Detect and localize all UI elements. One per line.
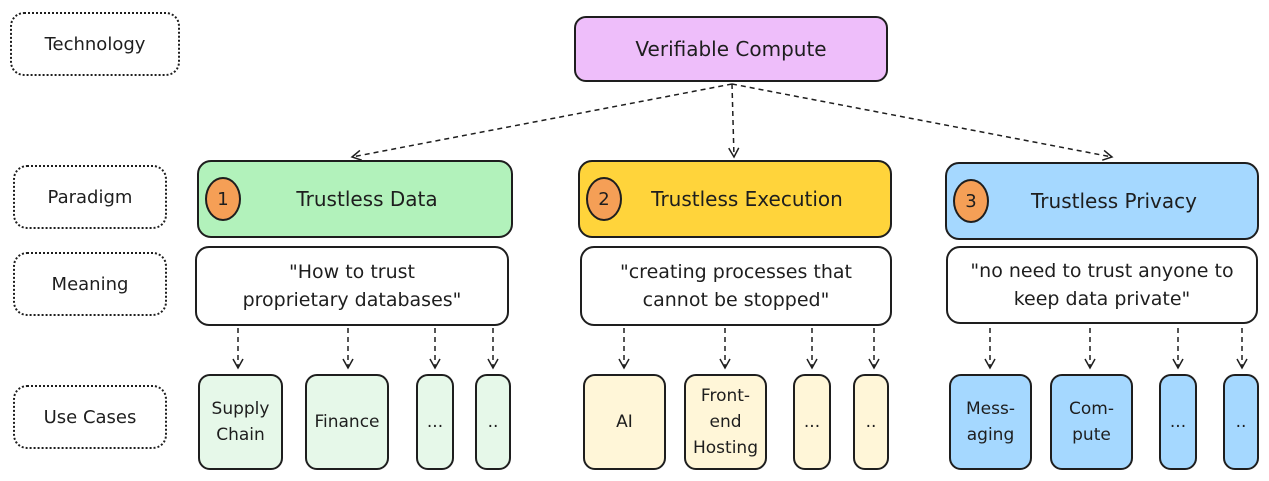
meaning-1-line-2: proprietary databases"	[242, 289, 462, 311]
use-case-2-2-line-1: Front-	[700, 386, 751, 406]
use-case-2-3-line-1: ...	[803, 412, 821, 432]
meaning-1-line-1: "How to trust	[289, 261, 415, 283]
meaning-3-line-2: keep data private"	[1013, 288, 1191, 310]
use-case-more-1b: ..	[475, 374, 511, 470]
use-case-2-2-line-3: Hosting	[693, 438, 758, 458]
row-label-paradigm: Paradigm	[13, 165, 167, 229]
arrow-tech-to-execution	[728, 83, 740, 159]
paradigm-box-3: 3 Trustless Privacy	[945, 162, 1259, 240]
paradigm-box-2: 2 Trustless Execution	[578, 160, 892, 238]
paradigm-title-1: Trustless Data	[296, 187, 438, 211]
meaning-2-line-2: cannot be stopped"	[642, 289, 830, 311]
use-case-messaging: Mess- aging	[949, 374, 1032, 470]
use-case-3-2-line-1: Com-	[1069, 399, 1114, 419]
use-case-3-2-line-2: pute	[1072, 425, 1111, 445]
meaning-box-1: "How to trust proprietary databases"	[195, 246, 509, 326]
use-case-3-1-line-2: aging	[966, 425, 1015, 445]
use-case-1-2-line-1: Finance	[314, 412, 380, 432]
arrow-tech-to-privacy	[731, 83, 1114, 161]
paradigm-box-1: 1 Trustless Data	[197, 160, 513, 238]
use-case-1-1-line-1: Supply	[211, 399, 270, 419]
use-case-supply-chain: Supply Chain	[198, 374, 283, 470]
use-case-front-end-hosting: Front- end Hosting	[684, 374, 767, 470]
meaning-box-2: "creating processes that cannot be stopp…	[580, 246, 892, 326]
use-case-more-2b: ..	[853, 374, 889, 470]
use-case-3-4-line-1: ..	[1235, 412, 1247, 432]
use-case-finance: Finance	[305, 374, 389, 470]
use-case-2-2-line-2: end	[709, 412, 742, 432]
number-badge-3: 3	[953, 179, 989, 223]
use-case-more-3b: ..	[1223, 374, 1259, 470]
technology-box: Verifiable Compute	[574, 16, 888, 82]
row-label-meaning: Meaning	[13, 252, 167, 316]
use-case-2-4-line-1: ..	[865, 412, 877, 432]
use-case-2-1-line-1: AI	[616, 412, 633, 432]
row-label-meaning-text: Meaning	[51, 273, 129, 295]
technology-title: Verifiable Compute	[635, 37, 827, 61]
row-label-paradigm-text: Paradigm	[47, 186, 133, 208]
use-case-1-4-line-1: ..	[487, 412, 499, 432]
use-case-1-3-line-1: ...	[426, 412, 444, 432]
meaning-2-line-1: "creating processes that	[619, 261, 852, 283]
use-case-ai: AI	[583, 374, 666, 470]
number-badge-1: 1	[205, 177, 241, 221]
paradigm-title-3: Trustless Privacy	[1031, 189, 1197, 213]
paradigm-title-2: Trustless Execution	[651, 187, 843, 211]
use-case-3-1-line-1: Mess-	[966, 399, 1015, 419]
row-label-technology: Technology	[10, 12, 180, 76]
arrow-tech-to-data	[350, 83, 733, 161]
meaning-3-line-1: "no need to trust anyone to	[970, 260, 1234, 282]
row-label-use-cases: Use Cases	[13, 385, 167, 449]
use-case-1-1-line-2: Chain	[216, 425, 265, 445]
number-badge-2: 2	[586, 177, 622, 221]
meaning-box-3: "no need to trust anyone to keep data pr…	[946, 246, 1258, 324]
row-label-technology-text: Technology	[44, 33, 146, 55]
use-case-more-3a: ...	[1159, 374, 1197, 470]
use-case-more-2a: ...	[793, 374, 831, 470]
use-case-compute: Com- pute	[1050, 374, 1133, 470]
use-case-3-3-line-1: ...	[1169, 412, 1187, 432]
use-case-more-1a: ...	[416, 374, 454, 470]
row-label-use-cases-text: Use Cases	[43, 406, 137, 428]
